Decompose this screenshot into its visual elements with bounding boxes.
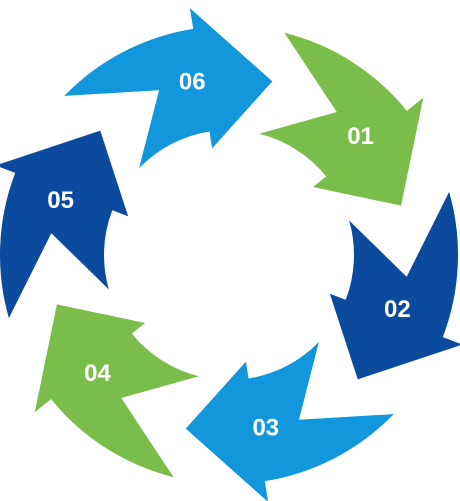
arrow-segment-04: 04 [34,304,199,478]
arrow-segment-05: 05 [0,130,129,319]
arrow-segment-01-shape [259,32,424,206]
segment-label-05: 05 [47,187,74,214]
segment-label-04: 04 [84,360,111,387]
arrow-segment-03: 03 [185,341,394,501]
arrow-segment-03-shape [185,341,394,501]
arrow-segment-01: 01 [259,32,424,206]
arrow-segment-06-shape [64,8,273,169]
arrow-segment-02-shape [329,191,460,380]
segment-label-03: 03 [252,415,279,442]
arrow-segment-06: 06 [64,8,273,169]
segment-label-06: 06 [179,68,206,95]
arrow-segment-04-shape [34,304,199,478]
arrow-segment-05-shape [0,130,129,319]
arrow-segment-02: 02 [329,191,460,380]
segment-label-01: 01 [347,123,374,150]
segment-label-02: 02 [384,296,411,323]
